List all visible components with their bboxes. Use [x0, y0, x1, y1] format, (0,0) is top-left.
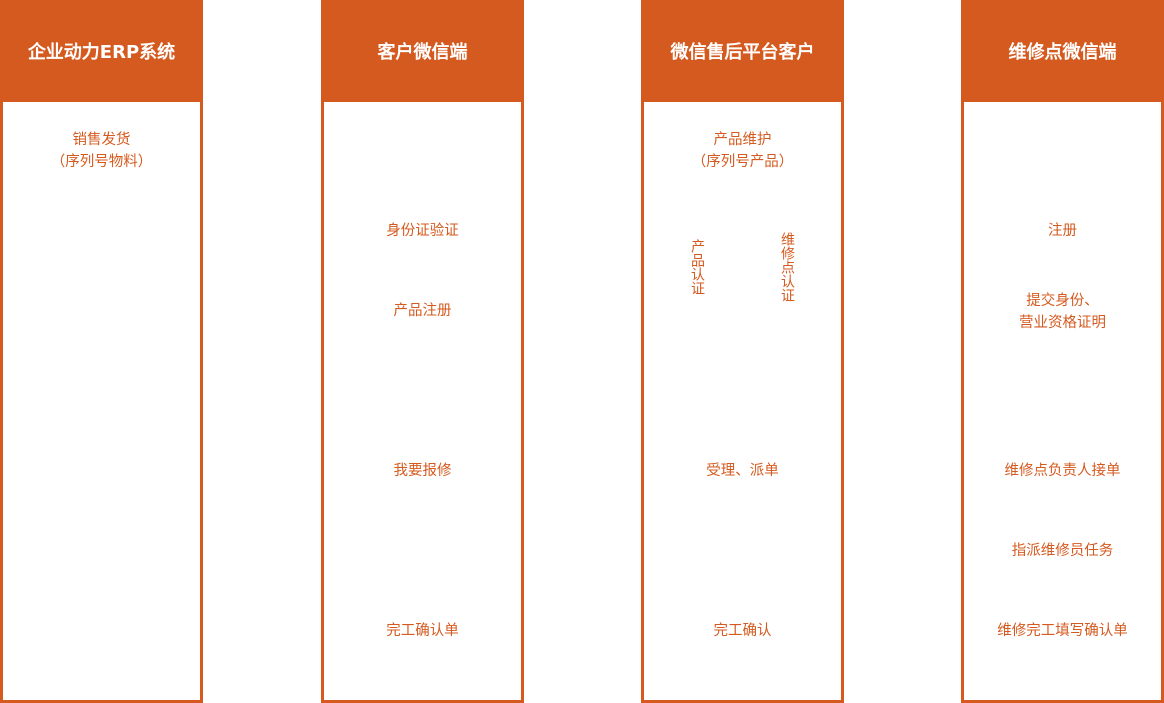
lane-header: 客户微信端: [321, 0, 524, 102]
step-request-repair: 我要报修: [393, 463, 452, 479]
lane-erp-system: 企业动力ERP系统 销售发货 （序列号物料）: [0, 0, 203, 703]
step-sales-shipment: 销售发货 （序列号物料）: [50, 132, 153, 170]
step-assign-technician: 指派维修员任务: [1011, 543, 1114, 559]
step-fill-completion-form: 维修完工填写确认单: [997, 623, 1128, 639]
lane-header: 维修点微信端: [961, 0, 1164, 102]
step-product-maintenance: 产品维护 （序列号产品）: [691, 132, 794, 170]
step-manager-accept-order: 维修点负责人接单: [1004, 463, 1121, 479]
lane-header: 企业动力ERP系统: [0, 0, 203, 102]
step-repair-point-certification: 维修点认证: [779, 232, 795, 302]
step-register: 注册: [1048, 223, 1077, 239]
step-completion-confirm: 完工确认: [713, 623, 772, 639]
step-id-verification: 身份证验证: [386, 223, 459, 239]
step-accept-dispatch: 受理、派单: [706, 463, 779, 479]
lane-repair-point-wechat: 维修点微信端 注册 提交身份、 营业资格证明 维修点负责人接单 指派维修员任务 …: [961, 0, 1164, 703]
step-submit-credentials: 提交身份、 营业资格证明: [1019, 293, 1106, 331]
lane-header: 微信售后平台客户: [641, 0, 844, 102]
lane-customer-wechat: 客户微信端 身份证验证 产品注册 我要报修 完工确认单: [321, 0, 524, 703]
step-product-registration: 产品注册: [393, 303, 452, 319]
step-completion-confirmation: 完工确认单: [386, 623, 459, 639]
step-product-certification: 产品认证: [689, 239, 705, 295]
lane-wechat-aftersales-platform: 微信售后平台客户 产品维护 （序列号产品） 产品认证 维修点认证 受理、派单 完…: [641, 0, 844, 703]
